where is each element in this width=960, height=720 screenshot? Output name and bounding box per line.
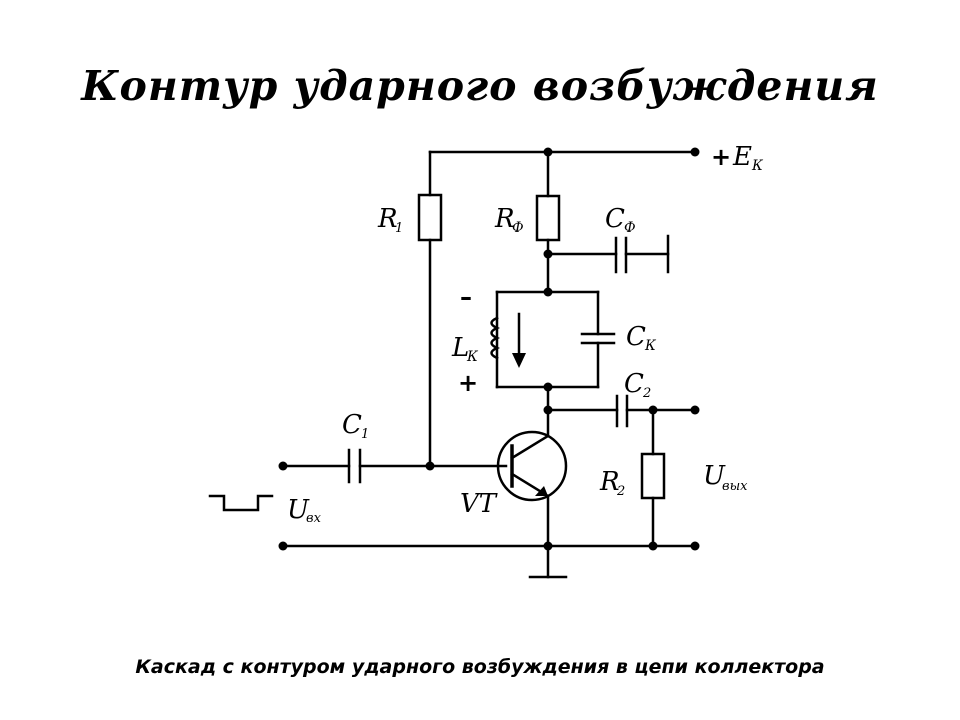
ck-label-main: C [626, 322, 646, 352]
tuning-arrow-head [512, 353, 526, 368]
junction-dot [543, 382, 553, 392]
supply-label-sub: К [751, 158, 764, 174]
c1-label-sub: 1 [361, 427, 369, 442]
junction-dot [425, 461, 435, 471]
cf-label-sub: Ф [624, 220, 636, 236]
junction-dot [543, 541, 553, 551]
junction-dot [648, 541, 658, 551]
supply-label-main: E [732, 142, 752, 172]
terminal-input [278, 461, 288, 471]
transistor-collector [510, 434, 550, 460]
junction-dot [543, 287, 553, 297]
transistor-body [496, 430, 568, 502]
uin-label-main: U [287, 495, 310, 525]
input-pulse-icon [208, 494, 274, 512]
lk-label-sub: К [466, 349, 479, 365]
slide-caption: Каскад с контуром ударного возбуждения в… [135, 656, 825, 678]
terminal-supply [690, 147, 700, 157]
junction-dot [648, 405, 658, 415]
c2-label-main: C [624, 369, 644, 399]
r1-label-main: R [377, 204, 398, 234]
ck-label-sub: К [644, 338, 657, 354]
uout-label-main: U [703, 461, 726, 491]
rf-body [535, 194, 561, 242]
r1-label-sub: 1 [395, 221, 403, 236]
rf-label-main: R [494, 204, 515, 234]
uin-label-sub: вх [306, 511, 322, 526]
r2-body [640, 452, 666, 500]
junction-dot [543, 249, 553, 259]
inductor-coil [490, 316, 501, 360]
cf-label-main: C [605, 204, 625, 234]
supply-plus: + [711, 143, 731, 171]
junction-dot [543, 147, 553, 157]
terminal-output-ground [690, 541, 700, 551]
junction-dot [543, 405, 553, 415]
terminal-output [690, 405, 700, 415]
emitter-arrow-icon [535, 486, 548, 496]
tank-plus-sign: + [458, 369, 478, 397]
uout-label-sub: вых [722, 479, 748, 494]
c1-label-main: C [342, 410, 362, 440]
slide-title: Контур ударного возбуждения [81, 62, 879, 110]
r1-body [417, 193, 443, 242]
r2-label-sub: 2 [616, 484, 625, 499]
terminal-input-ground [278, 541, 288, 551]
tank-minus-sign: – [460, 283, 472, 311]
vt-label: VT [460, 489, 498, 519]
c2-label-sub: 2 [642, 386, 651, 401]
lk-label-main: L [451, 333, 469, 363]
rf-label-sub: Ф [512, 220, 524, 236]
r2-label-main: R [599, 467, 620, 497]
